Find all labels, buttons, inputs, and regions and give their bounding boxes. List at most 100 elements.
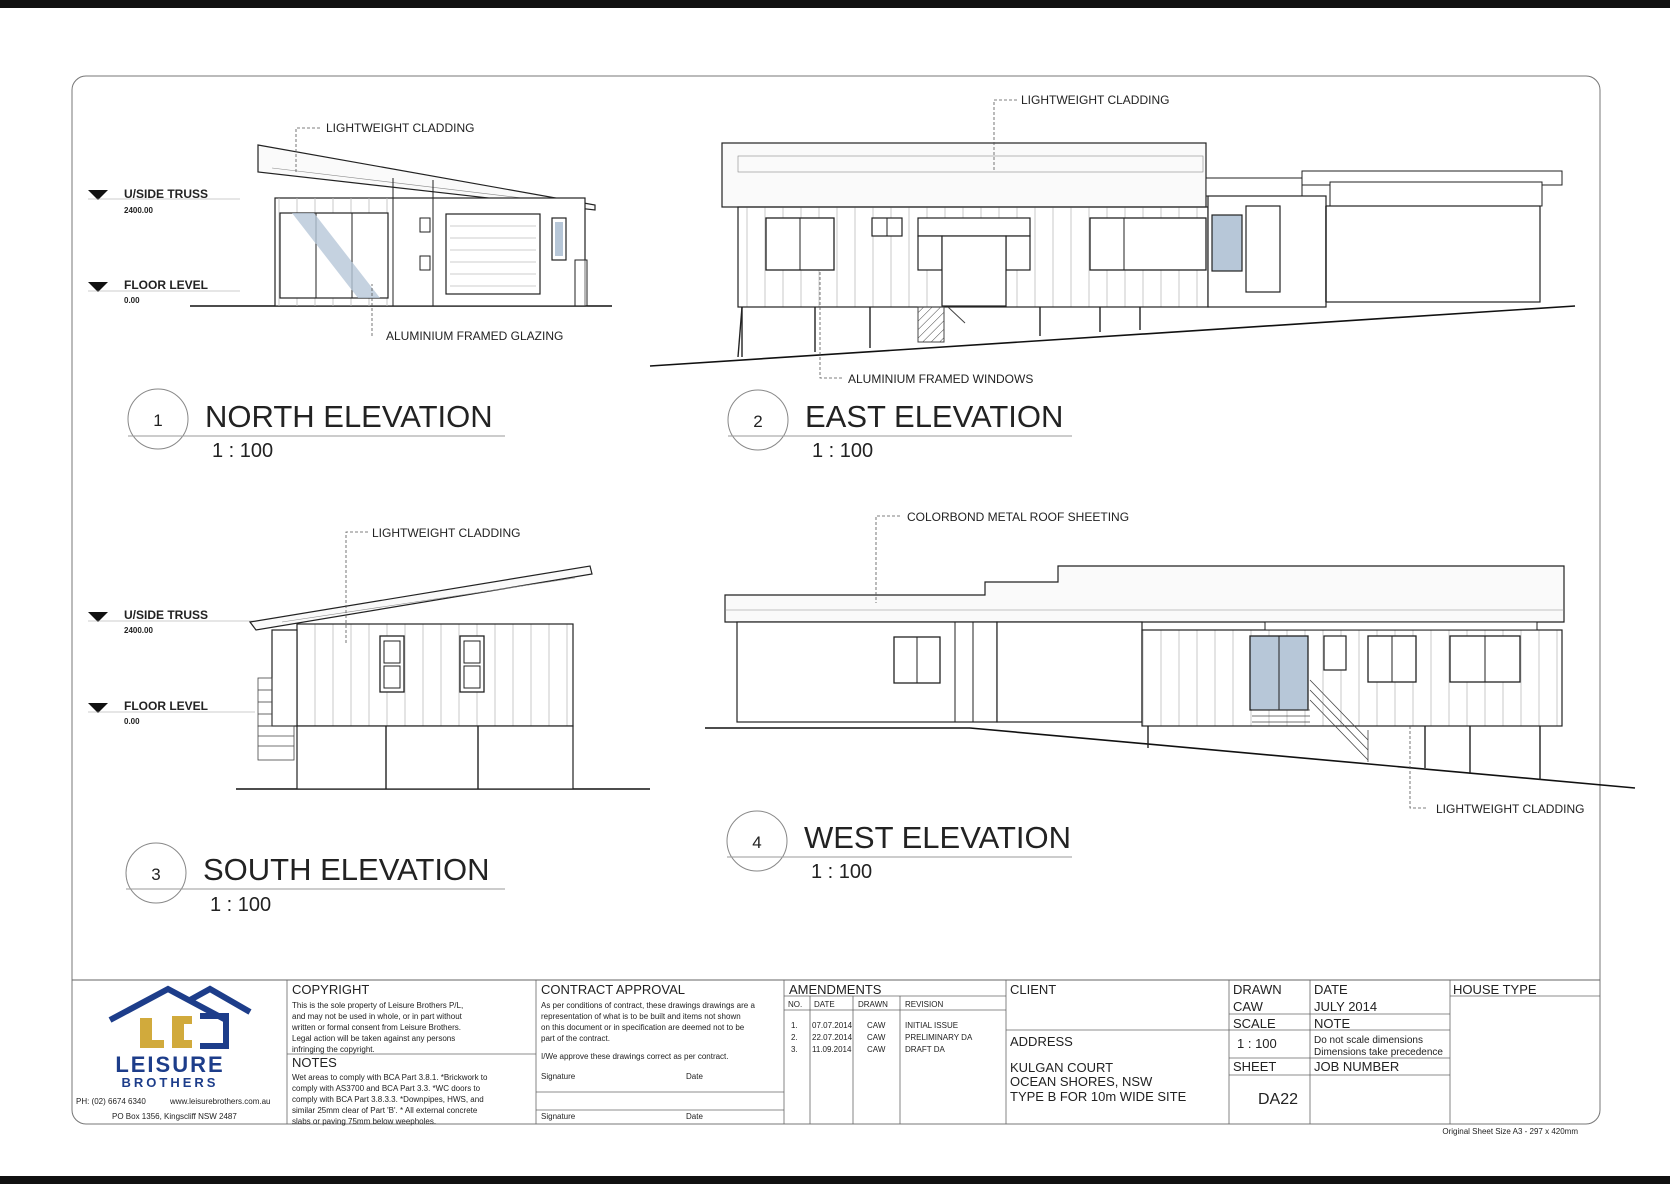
south-truss-level-marker: U/SIDE TRUSS 2400.00: [88, 608, 255, 635]
date-value: JULY 2014: [1314, 999, 1377, 1014]
amend-row-date: 07.07.2014: [812, 1021, 853, 1030]
amend-row-no: 3.: [791, 1045, 798, 1054]
west-stumps: [1147, 726, 1541, 780]
scan-top-edge: [0, 0, 1670, 8]
north-truss-value: 2400.00: [124, 206, 153, 215]
sheet-border: [71, 75, 1601, 1125]
house-type-heading: HOUSE TYPE: [1453, 982, 1537, 997]
north-elevation-number-circle: [127, 388, 189, 450]
amend-row-no: 2.: [791, 1033, 798, 1042]
scan-bottom-edge: [0, 1176, 1670, 1184]
logo-name-bottom: BROTHERS: [122, 1075, 219, 1090]
west-elevation: COLORBOND METAL ROOF SHEETING LIGHTWEIGH…: [705, 510, 1636, 883]
west-elevation-scale: 1 : 100: [811, 861, 872, 883]
drawn-heading: DRAWN: [1233, 982, 1282, 997]
south-floor-level-marker: FLOOR LEVEL 0.00: [88, 699, 255, 726]
south-truss-label: U/SIDE TRUSS: [124, 608, 208, 622]
north-floor-label: FLOOR LEVEL: [124, 278, 208, 292]
date-label-2: Date: [686, 1112, 703, 1121]
east-cladding-label: LIGHTWEIGHT CLADDING: [1021, 93, 1169, 107]
north-elevation-title: NORTH ELEVATION: [205, 399, 493, 434]
south-elevation-number: 3: [151, 865, 160, 884]
scale-heading: SCALE: [1233, 1016, 1276, 1031]
notes-line: comply with BCA Part 3.8.3.3. *Downpipes…: [292, 1095, 484, 1104]
amendments-heading: AMENDMENTS: [789, 982, 882, 997]
contract-line: As per conditions of contract, these dra…: [541, 1001, 755, 1010]
notes-line: similar 25mm clear of Part 'B'. * All ex…: [292, 1106, 478, 1115]
contract-approve-text: I/We approve these drawings correct as p…: [541, 1052, 729, 1061]
south-floor-value: 0.00: [124, 717, 140, 726]
contract-line: representation of what is to be built an…: [541, 1012, 741, 1021]
note-line-1: Do not scale dimensions: [1314, 1035, 1423, 1046]
amend-row-drawn: CAW: [867, 1045, 886, 1054]
north-floor-value: 0.00: [124, 296, 140, 305]
contract-text: As per conditions of contract, these dra…: [541, 1001, 755, 1043]
north-truss-label: U/SIDE TRUSS: [124, 187, 208, 201]
scale-value: 1 : 100: [1237, 1036, 1277, 1051]
date-label-1: Date: [686, 1072, 703, 1081]
amend-row-drawn: CAW: [867, 1033, 886, 1042]
contract-heading: CONTRACT APPROVAL: [541, 982, 685, 997]
south-truss-value: 2400.00: [124, 626, 153, 635]
amend-row-date: 11.09.2014: [812, 1045, 852, 1054]
east-garage-wall: [1325, 205, 1541, 303]
signature-label-2: Signature: [541, 1112, 576, 1121]
contract-line: on this document or in specification are…: [541, 1023, 745, 1032]
amend-row-date: 22.07.2014: [812, 1033, 853, 1042]
address-heading: ADDRESS: [1010, 1034, 1073, 1049]
note-heading: NOTE: [1314, 1016, 1350, 1031]
east-elevation-number: 2: [753, 412, 762, 431]
amend-col-date: DATE: [814, 1000, 835, 1009]
east-main-roof: [721, 142, 1207, 208]
west-roof-label: COLORBOND METAL ROOF SHEETING: [907, 510, 1129, 524]
north-elevation-scale: 1 : 100: [212, 440, 273, 462]
signature-label-1: Signature: [541, 1072, 576, 1081]
amend-row-revision: DRAFT DA: [905, 1045, 946, 1054]
logo-name-top: LEISURE: [115, 1052, 224, 1077]
drawn-value: CAW: [1233, 999, 1264, 1014]
note-line-2: Dimensions take precedence: [1314, 1047, 1443, 1058]
south-floor-label: FLOOR LEVEL: [124, 699, 208, 713]
north-glazing-label: ALUMINIUM FRAMED GLAZING: [386, 329, 563, 343]
title-block: LEISURE BROTHERS PH: (02) 6674 6340 www.…: [72, 979, 1600, 1136]
address-line-2: OCEAN SHORES, NSW: [1010, 1074, 1153, 1089]
notes-line: Wet areas to comply with BCA Part 3.8.1.…: [292, 1073, 488, 1082]
east-ground-line: [649, 305, 1576, 367]
copyright-heading: COPYRIGHT: [292, 982, 369, 997]
east-stumps: [737, 306, 1141, 358]
east-window-2: [1089, 217, 1207, 271]
date-heading: DATE: [1314, 982, 1348, 997]
company-web: www.leisurebrothers.com.au: [169, 1097, 270, 1106]
south-elevation-title: SOUTH ELEVATION: [203, 852, 490, 887]
company-logo: LEISURE BROTHERS: [108, 985, 252, 1090]
notes-line: comply with AS3700 and BCA Part 3.3. *WC…: [292, 1084, 481, 1093]
copyright-line: and may not be used in whole, or in part…: [292, 1012, 463, 1021]
copyright-line: Legal action will be taken against any p…: [292, 1034, 455, 1043]
copyright-text: This is the sole property of Leisure Bro…: [291, 1001, 463, 1054]
south-cladding-label: LIGHTWEIGHT CLADDING: [372, 526, 520, 540]
notes-text: Wet areas to comply with BCA Part 3.8.1.…: [292, 1073, 488, 1126]
notes-heading: NOTES: [292, 1055, 337, 1070]
east-elevation: LIGHTWEIGHT CLADDING ALUMINIUM FRAMED WI…: [649, 93, 1576, 462]
amendments-table: NO. DATE DRAWN REVISION 1. 07.07.2014 CA…: [788, 1000, 973, 1054]
north-cladding-label: LIGHTWEIGHT CLADDING: [326, 121, 474, 135]
south-wall: [296, 623, 574, 727]
west-cladding-label: LIGHTWEIGHT CLADDING: [1436, 802, 1584, 816]
amend-row-no: 1.: [791, 1021, 798, 1030]
west-roof: [724, 565, 1565, 623]
company-phone: PH: (02) 6674 6340: [76, 1097, 146, 1106]
north-elevation: U/SIDE TRUSS 2400.00 FLOOR LEVEL 0.00: [88, 121, 612, 462]
sheet-heading: SHEET: [1233, 1059, 1276, 1074]
copyright-line: written or formal consent from Leisure B…: [291, 1023, 461, 1032]
amend-row-drawn: CAW: [867, 1021, 886, 1030]
north-truss-level-marker: U/SIDE TRUSS 2400.00: [88, 187, 240, 215]
west-elevation-title: WEST ELEVATION: [804, 820, 1071, 855]
south-elevation: U/SIDE TRUSS 2400.00 FLOOR LEVEL 0.00: [88, 526, 650, 916]
notes-line: slabs or paving 75mm below weepholes.: [292, 1117, 436, 1126]
south-roof: [248, 565, 593, 631]
west-wall-left: [736, 621, 998, 723]
east-elevation-title: EAST ELEVATION: [805, 399, 1063, 434]
south-elevation-scale: 1 : 100: [210, 894, 271, 916]
east-windows-label: ALUMINIUM FRAMED WINDOWS: [848, 372, 1033, 386]
